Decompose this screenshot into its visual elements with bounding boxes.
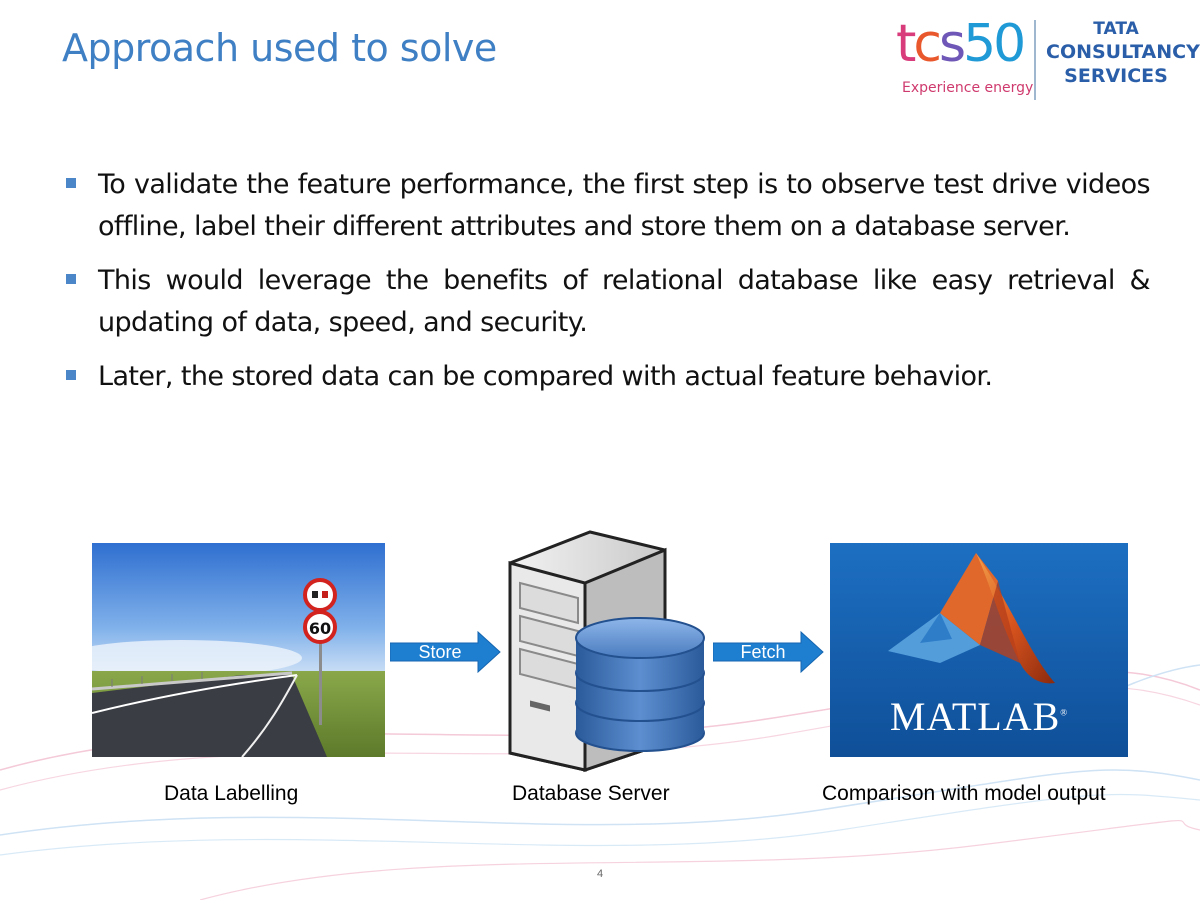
arrow-right-icon: [390, 630, 501, 674]
store-arrow: Store: [390, 630, 502, 674]
bullet-list: To validate the feature performance, the…: [64, 164, 1151, 410]
bullet-text: Later, the stored data can be compared w…: [98, 361, 993, 392]
server-database-icon: [500, 528, 712, 778]
bullet-square-icon: [66, 274, 76, 284]
arrow-right-icon: [713, 630, 824, 674]
store-label: Store: [418, 642, 462, 662]
logo-consultancy: CONSULTANCY: [1046, 41, 1200, 63]
tcs-letter-t: t: [896, 14, 916, 74]
matlab-word: MATLAB: [889, 694, 1061, 739]
tcs50-wordmark: tcs50: [896, 14, 1026, 74]
page-number: 4: [596, 868, 604, 880]
fetch-arrow: Fetch: [713, 630, 825, 674]
fetch-label: Fetch: [740, 642, 786, 662]
caption-comparison: Comparison with model output: [822, 782, 1106, 805]
logo-services: SERVICES: [1064, 65, 1168, 87]
caption-data-labelling: Data Labelling: [164, 782, 299, 805]
logo-tagline: Experience energy: [902, 80, 1034, 96]
bullet-item: Later, the stored data can be compared w…: [64, 356, 1150, 398]
logo-divider: [1034, 20, 1036, 100]
matlab-wordmark: MATLAB®: [830, 693, 1128, 740]
bullet-item: To validate the feature performance, the…: [64, 164, 1151, 248]
registered-mark: ®: [1060, 707, 1069, 718]
bullet-text: To validate the feature performance, the…: [98, 169, 1151, 242]
tcs-letter-c: c: [913, 14, 942, 74]
tcs-number-50: 50: [963, 14, 1026, 74]
speed-limit-sign: 60: [309, 619, 331, 638]
matlab-logo: MATLAB®: [830, 543, 1128, 757]
bullet-item: This would leverage the benefits of rela…: [64, 260, 1151, 344]
tcs-letter-s: s: [938, 14, 966, 74]
slide-title: Approach used to solve: [62, 26, 497, 70]
caption-database-server: Database Server: [512, 782, 670, 805]
logo-tata: TATA: [1093, 19, 1139, 39]
tata-consultancy-wordmark: TATA CONSULTANCY SERVICES: [1046, 18, 1200, 88]
tcs-logo: tcs50 Experience energy TATA CONSULTANCY…: [896, 14, 1200, 104]
bullet-square-icon: [66, 178, 76, 188]
road-photo: 60: [92, 543, 385, 757]
bullet-square-icon: [66, 370, 76, 380]
bullet-text: This would leverage the benefits of rela…: [98, 265, 1151, 338]
